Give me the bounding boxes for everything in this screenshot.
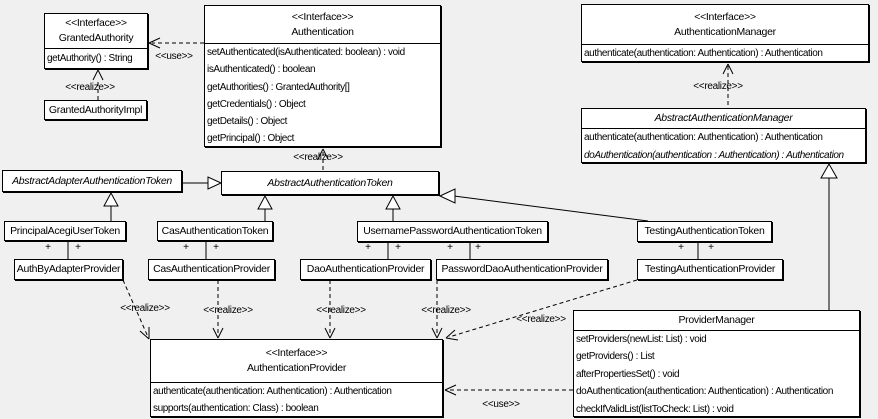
class-auth-by-adapter-provider: AuthByAdapterProvider bbox=[14, 259, 123, 280]
class-name: GrantedAuthority bbox=[58, 32, 134, 44]
multiplicity-plus: + bbox=[678, 242, 684, 253]
method: authenticate(authentication: Authenticat… bbox=[584, 48, 823, 59]
class-abstract-adapter-authentication-token: AbstractAdapterAuthenticationToken bbox=[2, 170, 182, 192]
class-testing-authentication-token: TestingAuthenticationToken bbox=[637, 221, 772, 242]
class-name: AuthByAdapterProvider bbox=[16, 263, 121, 275]
method: afterPropertiesSet() : void bbox=[576, 368, 680, 380]
class-name: AuthenticationProvider bbox=[246, 362, 347, 374]
method: doAuthentication(authentication: Authent… bbox=[576, 386, 833, 398]
multiplicity-plus: + bbox=[708, 242, 714, 253]
class-password-dao-authentication-provider: PasswordDaoAuthenticationProvider bbox=[436, 259, 608, 280]
method: doAuthentication(authentication : Authen… bbox=[584, 149, 844, 161]
use-edge-label: <<use>> bbox=[482, 399, 520, 410]
realize-edge-label: <<realize>> bbox=[65, 82, 115, 93]
stereotype-label: <<Interface>> bbox=[265, 347, 328, 359]
method: checkIfValidList(listToCheck: List) : vo… bbox=[576, 403, 734, 415]
method: getProviders() : List bbox=[576, 351, 655, 363]
method: setAuthenticated(isAuthenticated: boolea… bbox=[207, 47, 405, 58]
class-granted-authority: <<Interface>> GrantedAuthority getAuthor… bbox=[44, 13, 148, 69]
class-name: PrincipalAcegiUserToken bbox=[10, 224, 120, 237]
multiplicity-plus: + bbox=[213, 242, 219, 253]
class-username-password-authentication-token: UsernamePasswordAuthenticationToken bbox=[357, 221, 548, 242]
class-header: <<Interface>> AuthenticationProvider bbox=[151, 340, 442, 382]
method: authenticate(authentication: Authenticat… bbox=[153, 386, 392, 397]
class-cas-authentication-token: CasAuthenticationToken bbox=[157, 221, 273, 241]
methods-compartment: authenticate(authentication: Authenticat… bbox=[582, 128, 865, 162]
methods-compartment: authenticate(authentication: Authenticat… bbox=[151, 382, 442, 416]
association-lines bbox=[67, 241, 699, 259]
class-principal-acegi-user-token: PrincipalAcegiUserToken bbox=[4, 221, 126, 241]
class-header: <<Interface>> Authentication bbox=[205, 6, 440, 43]
multiplicity-plus: + bbox=[447, 242, 453, 253]
method: authenticate(authentication: Authenticat… bbox=[584, 132, 823, 143]
class-testing-authentication-provider: TestingAuthenticationProvider bbox=[637, 259, 783, 280]
class-name: PasswordDaoAuthenticationProvider bbox=[441, 263, 603, 275]
methods-compartment: setAuthenticated(isAuthenticated: boolea… bbox=[205, 43, 440, 146]
class-abstract-authentication-token: AbstractAuthenticationToken bbox=[221, 171, 439, 195]
class-name: TestingAuthenticationProvider bbox=[644, 263, 776, 275]
realize-edge-label: <<realize>> bbox=[693, 81, 743, 92]
class-authentication: <<Interface>> Authentication setAuthenti… bbox=[204, 5, 441, 147]
class-name: CasAuthenticationToken bbox=[161, 224, 269, 237]
method: supports(authentication: Class) : boolea… bbox=[153, 403, 319, 414]
class-authentication-provider: <<Interface>> AuthenticationProvider aut… bbox=[150, 339, 443, 417]
class-name: TestingAuthenticationToken bbox=[644, 225, 765, 237]
class-name: ProviderManager bbox=[678, 314, 755, 326]
methods-compartment: authenticate(authentication: Authenticat… bbox=[582, 44, 868, 61]
method: isAuthenticated() : boolean bbox=[207, 64, 316, 76]
multiplicity-plus: + bbox=[395, 242, 401, 253]
class-granted-authority-impl: GrantedAuthorityImpl bbox=[44, 100, 147, 120]
class-header: AbstractAuthenticationManager bbox=[582, 109, 865, 128]
class-name: AbstractAuthenticationToken bbox=[267, 176, 393, 189]
multiplicity-plus: + bbox=[183, 242, 189, 253]
realize-edge-label: <<realize>> bbox=[293, 152, 343, 163]
method: getAuthority() : String bbox=[47, 53, 133, 64]
realize-edge-label: <<realize>> bbox=[316, 305, 366, 316]
class-cas-authentication-provider: CasAuthenticationProvider bbox=[148, 259, 275, 280]
class-header: ProviderManager bbox=[574, 311, 859, 330]
class-name: AbstractAdapterAuthenticationToken bbox=[12, 174, 172, 187]
class-name: GrantedAuthorityImpl bbox=[48, 103, 143, 116]
methods-compartment: getAuthority() : String bbox=[45, 48, 147, 68]
class-name: UsernamePasswordAuthenticationToken bbox=[363, 225, 542, 237]
class-dao-authentication-provider: DaoAuthenticationProvider bbox=[300, 259, 431, 280]
method: getAuthorities() : GrantedAuthority[] bbox=[207, 81, 350, 93]
method: getPrincipal() : Object bbox=[207, 133, 294, 145]
multiplicity-plus: + bbox=[475, 242, 481, 253]
multiplicity-plus: + bbox=[75, 242, 81, 253]
class-name: AuthenticationManager bbox=[674, 25, 776, 38]
realize-edge-label: <<realize>> bbox=[516, 314, 566, 325]
stereotype-label: <<Interface>> bbox=[291, 10, 354, 23]
multiplicity-plus: + bbox=[45, 242, 51, 253]
stereotype-label: <<Interface>> bbox=[694, 10, 756, 23]
class-authentication-manager: <<Interface>> AuthenticationManager auth… bbox=[581, 4, 869, 62]
method: getCredentials() : Object bbox=[207, 98, 306, 110]
stereotype-label: <<Interface>> bbox=[65, 17, 127, 29]
class-abstract-authentication-manager: AbstractAuthenticationManager authentica… bbox=[581, 108, 866, 163]
class-header: <<Interface>> AuthenticationManager bbox=[582, 5, 868, 44]
method: getDetails() : Object bbox=[207, 116, 287, 128]
class-name: Authentication bbox=[291, 25, 354, 38]
realize-edge-label: <<realize>> bbox=[120, 303, 170, 314]
realize-edge-label: <<realize>> bbox=[203, 305, 253, 316]
class-header: <<Interface>> GrantedAuthority bbox=[45, 14, 147, 48]
class-name: DaoAuthenticationProvider bbox=[306, 263, 425, 275]
method: setProviders(newList: List) : void bbox=[576, 334, 707, 345]
realize-edge-label: <<realize>> bbox=[421, 305, 471, 316]
class-name: CasAuthenticationProvider bbox=[153, 263, 270, 275]
class-provider-manager: ProviderManager setProviders(newList: Li… bbox=[573, 310, 860, 417]
multiplicity-plus: + bbox=[365, 242, 371, 253]
class-name: AbstractAuthenticationManager bbox=[654, 112, 793, 124]
methods-compartment: setProviders(newList: List) : void getPr… bbox=[574, 330, 859, 416]
use-edge-label: <<use>> bbox=[155, 51, 193, 62]
